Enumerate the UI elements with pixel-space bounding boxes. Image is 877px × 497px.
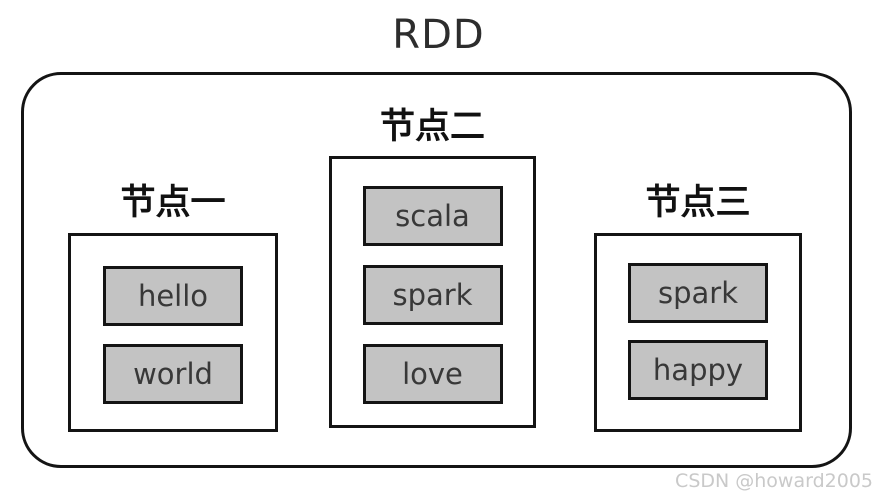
node-1-box: hello world: [68, 233, 278, 432]
node-3-box: spark happy: [594, 233, 802, 432]
node-3-label: 节点三: [645, 183, 751, 223]
node-2-item-spark: spark: [362, 265, 503, 325]
diagram-title: RDD: [392, 12, 485, 58]
node-3-item-spark: spark: [628, 263, 768, 323]
rdd-outer-container: [21, 72, 852, 468]
node-1-item-world: world: [103, 344, 243, 404]
node-2-item-scala: scala: [362, 186, 503, 246]
node-2-label: 节点二: [379, 107, 485, 147]
node-3-item-happy: happy: [628, 340, 768, 400]
node-2-box: scala spark love: [329, 156, 536, 428]
node-1-item-hello: hello: [103, 266, 243, 326]
node-2-item-love: love: [362, 344, 503, 404]
node-1-label: 节点一: [120, 183, 226, 223]
csdn-watermark: CSDN @howard2005: [675, 470, 873, 492]
